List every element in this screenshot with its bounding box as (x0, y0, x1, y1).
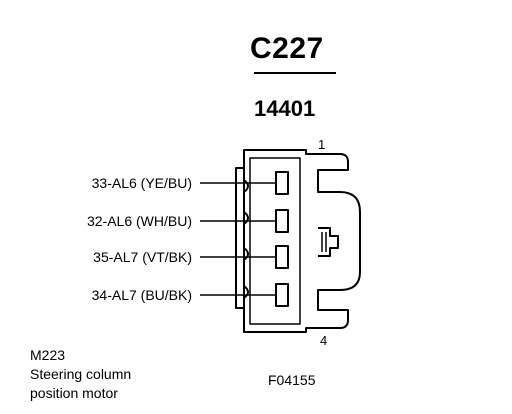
pin-label-3: 35-AL7 (VT/BK) (93, 249, 192, 265)
housing-inner-outline (249, 157, 301, 325)
side-bump-3 (243, 247, 249, 261)
pin-label-1: 33-AL6 (YE/BU) (91, 175, 192, 191)
part-number: 14401 (254, 96, 316, 121)
pin-label-2: 32-AL6 (WH/BU) (86, 213, 192, 229)
connector-key (318, 227, 339, 257)
pin-terminal-4 (275, 283, 289, 307)
pin-marker-first: 1 (318, 137, 326, 152)
pin-terminal-1 (275, 171, 289, 195)
side-bump-4 (243, 285, 249, 299)
side-bump-2 (243, 211, 249, 225)
component-name-line1: Steering column (30, 366, 132, 382)
component-code: M223 (30, 347, 66, 363)
connector-id: C227 (250, 32, 324, 65)
figure-reference: F04155 (268, 372, 316, 388)
component-name-line2: position motor (30, 385, 118, 401)
side-bump-1 (243, 179, 249, 193)
pin-terminal-2 (275, 209, 289, 233)
pin-terminal-3 (275, 245, 289, 269)
title-underline (254, 72, 336, 74)
latch-rail (235, 167, 244, 309)
key-lines (321, 232, 327, 252)
pin-marker-last: 4 (320, 333, 328, 348)
pin-label-4: 34-AL7 (BU/BK) (91, 287, 192, 303)
housing-outline (243, 149, 361, 333)
